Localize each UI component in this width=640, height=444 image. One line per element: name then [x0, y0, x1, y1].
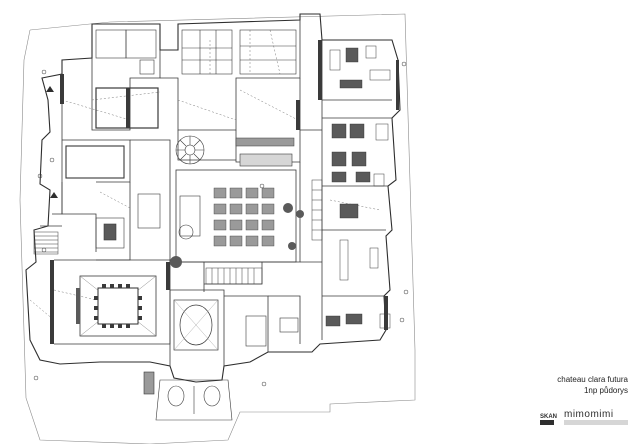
skan-logo-text: SKAN [540, 414, 557, 420]
east-wing-chairs [329, 45, 391, 329]
dashed-lines [29, 29, 381, 321]
east-wing-tables [325, 47, 371, 327]
skan-logo: SKAN [540, 414, 557, 425]
west-staircase [33, 231, 59, 255]
trees [170, 203, 304, 268]
east-staircase [311, 179, 323, 241]
thick-walls [50, 40, 399, 344]
title-block: chateau clara futura 1np půdorys [557, 374, 628, 396]
spiral-staircase [175, 135, 205, 165]
south-forecourt [143, 371, 233, 421]
north-arrows [46, 86, 58, 198]
courtyard-basin [178, 195, 201, 240]
south-pavilion [173, 299, 219, 351]
central-courtyard [175, 169, 297, 263]
site-boundary [19, 13, 416, 444]
southwest-hall [76, 275, 157, 337]
room-dark-w [65, 145, 125, 179]
logos: SKAN mimomimi [540, 409, 628, 425]
reference-markers [33, 61, 409, 387]
building-outline [25, 13, 401, 383]
bar-counter [239, 153, 293, 167]
project-title: chateau clara futura [557, 375, 628, 384]
dining-tables [213, 187, 275, 247]
south-small-rooms [95, 59, 299, 347]
north-rooms [95, 29, 297, 75]
mimomimi-logo: mimomimi [564, 409, 628, 425]
mimomimi-logo-text: mimomimi [564, 409, 614, 420]
drawing-subtitle: 1np půdorys [583, 386, 628, 395]
bar-top [235, 137, 295, 147]
grand-staircase [205, 267, 263, 285]
